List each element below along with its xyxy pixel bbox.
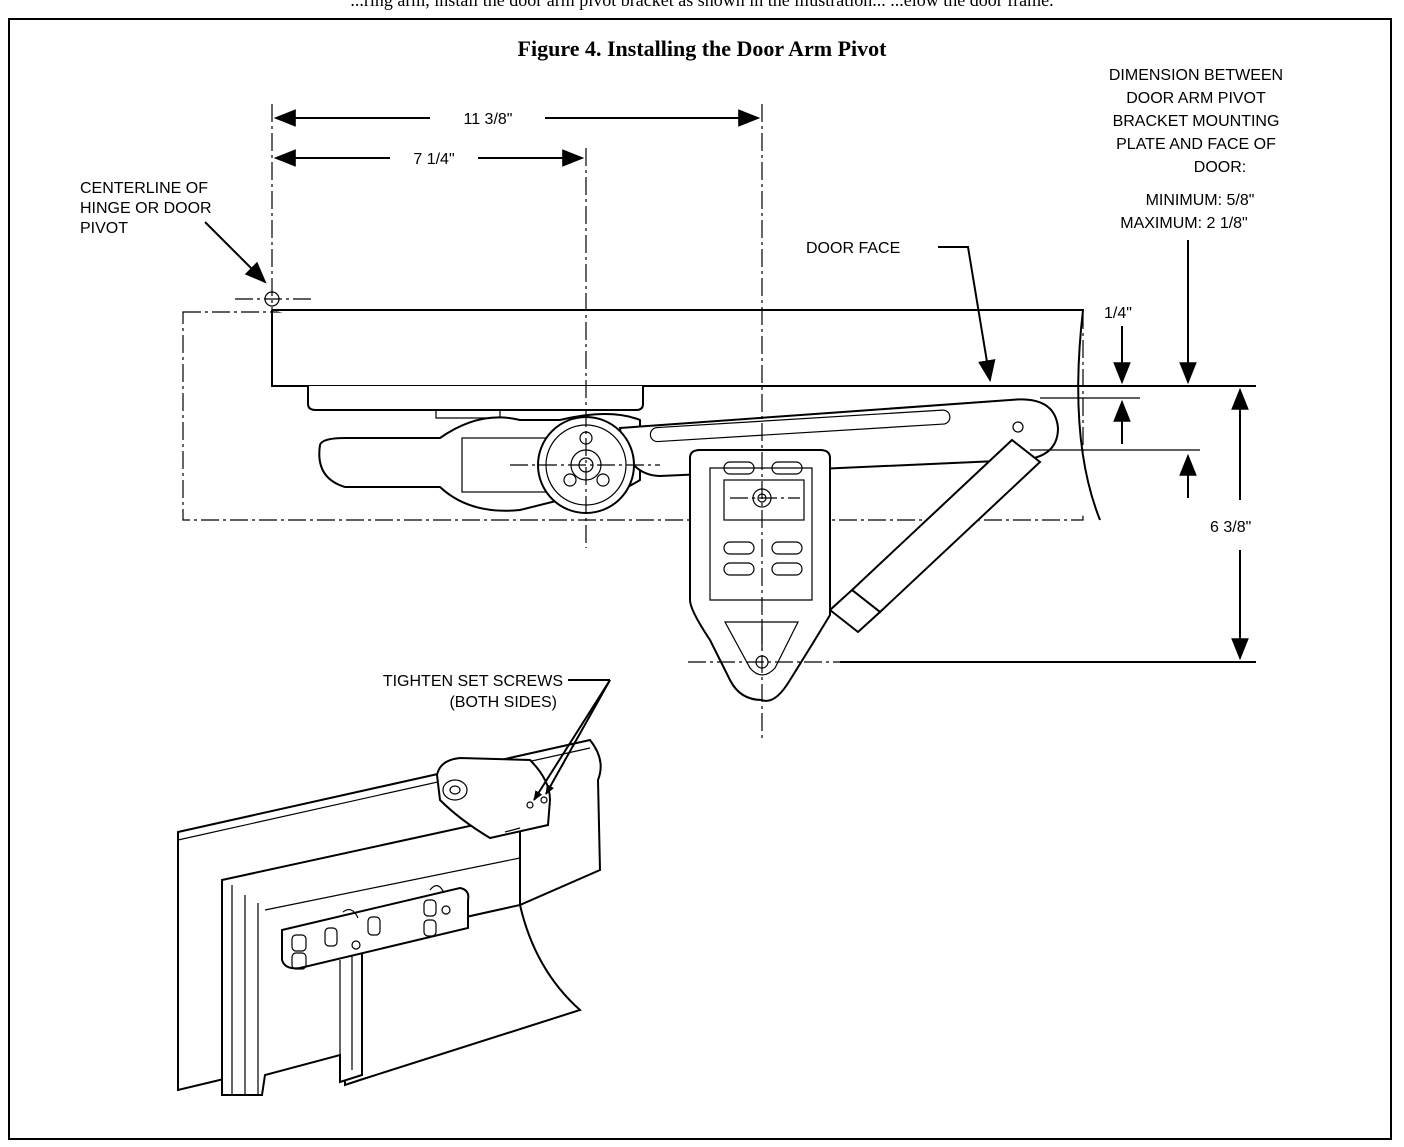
bracket-slot <box>771 461 803 475</box>
dim-note-line3: BRACKET MOUNTING <box>1113 113 1280 130</box>
bracket-slot <box>771 562 803 576</box>
bracket-slot <box>723 541 755 555</box>
bracket-slot <box>723 461 755 475</box>
dim-offset-label: 1/4" <box>1104 305 1132 322</box>
figure-title: Figure 4. Installing the Door Arm Pivot <box>517 36 887 61</box>
dim-note-max: MAXIMUM: 2 1/8" <box>1120 215 1247 232</box>
door-face-leader <box>938 246 996 383</box>
door-face-label: DOOR FACE <box>806 240 900 257</box>
dim-note-line1: DIMENSION BETWEEN <box>1109 67 1283 84</box>
dim-note-line5: DOOR: <box>1194 159 1246 176</box>
dim-note-min: MINIMUM: 5/8" <box>1146 192 1255 209</box>
closer-foot <box>435 410 501 419</box>
plate-screw <box>291 934 307 952</box>
forearm-slot <box>649 409 951 443</box>
dim-note-line4: PLATE AND FACE OF <box>1116 136 1276 153</box>
isometric-view: TIGHTEN SET SCREWS (BOTH SIDES) <box>177 673 611 1096</box>
closer-body <box>307 386 644 411</box>
plate-screw <box>423 919 437 937</box>
cropped-header-text: ...ring arm, install the door arm pivot … <box>0 0 1404 12</box>
door-frame-jamb <box>221 813 521 1096</box>
bracket-slot <box>723 562 755 576</box>
door-slab <box>272 309 1101 521</box>
hub-screw <box>596 473 610 487</box>
set-screws-arrow <box>533 679 611 801</box>
dim-overall-label: 11 3/8" <box>464 111 513 128</box>
centerline-label-line2: HINGE OR DOOR <box>80 200 212 217</box>
dim-note-line2: DOOR ARM PIVOT <box>1126 90 1266 107</box>
set-screws-arrow <box>545 679 611 795</box>
plate-screw <box>324 927 338 947</box>
pivot-bracket <box>689 449 831 702</box>
hub-screw <box>563 473 577 487</box>
plate-screw <box>291 952 307 970</box>
dim-depth-label: 6 3/8" <box>1210 519 1251 536</box>
bracket-slot <box>771 541 803 555</box>
forearm-pin <box>1012 421 1024 433</box>
plate-screw <box>367 916 381 936</box>
set-screws-label-line1: TIGHTEN SET SCREWS <box>383 673 563 690</box>
figure-frame <box>8 18 1392 1140</box>
hinge-pivot-symbol <box>264 291 280 307</box>
top-view: 11 3/8" 7 1/4" CENTERLINE OF HINGE OR DO… <box>80 67 1283 740</box>
door-slab-edge <box>271 310 1083 387</box>
plate-screw <box>423 899 437 917</box>
centerline-label-line1: CENTERLINE OF <box>80 180 208 197</box>
set-screws-label-line2: (BOTH SIDES) <box>449 694 557 711</box>
centerline-label-line3: PIVOT <box>80 220 128 237</box>
dim-center-label: 7 1/4" <box>413 151 454 168</box>
centerline-leader <box>204 221 267 284</box>
mounting-plate <box>281 886 470 970</box>
header-fragment: ...ring arm, install the door arm pivot … <box>350 0 1054 10</box>
iso-set-screw <box>526 801 534 809</box>
set-screw-pin <box>429 885 445 894</box>
set-screw-pin <box>342 908 359 919</box>
